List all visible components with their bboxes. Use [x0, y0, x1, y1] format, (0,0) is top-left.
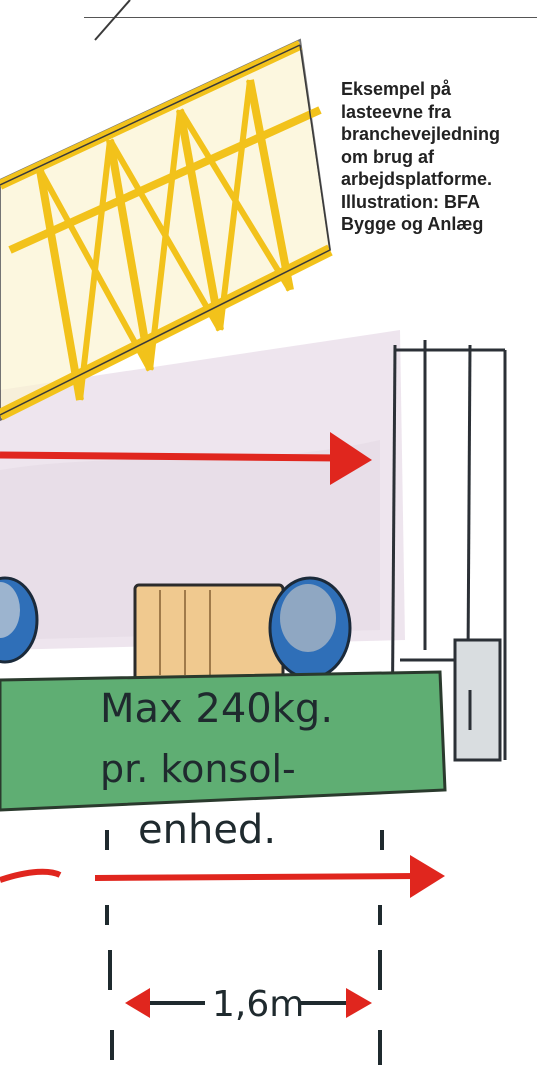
dimension-label: 1,6m — [212, 984, 304, 1025]
sign-line-1: Max 240kg. — [100, 686, 333, 732]
lower-arrow — [0, 855, 445, 898]
dimension-marks — [107, 830, 382, 1065]
figure-caption: Eksempel på lasteevne fra branchevejledn… — [341, 78, 531, 236]
sign-line-2: pr. konsol- — [100, 747, 296, 791]
dimension-arrow-left — [125, 988, 150, 1018]
sign-line-3: enhed. — [138, 807, 276, 853]
dimension-arrow-right — [346, 988, 372, 1018]
